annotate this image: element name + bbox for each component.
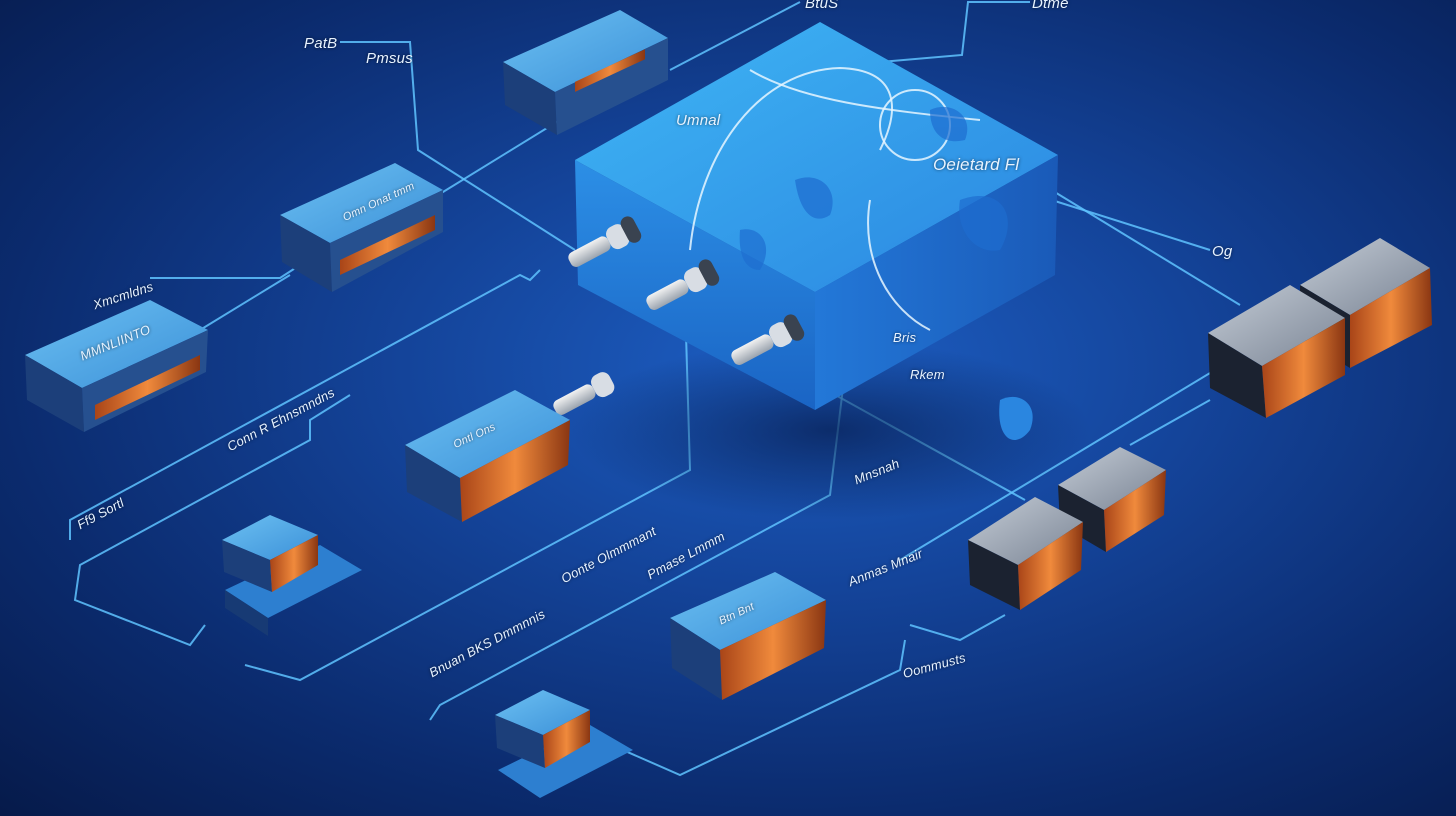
line-top-left <box>340 41 576 251</box>
router-device-mid <box>280 163 443 292</box>
label-top-right: Dtme <box>1032 0 1069 12</box>
label-block-right: Oeietard Fl <box>933 155 1020 174</box>
line-right-5 <box>1129 399 1211 446</box>
central-map-block <box>570 22 1090 520</box>
label-map-small-b: Rkem <box>910 367 945 382</box>
line-right-6 <box>909 614 1006 642</box>
line-device3 <box>199 274 291 331</box>
label-top-left-b: Pmsus <box>366 50 413 67</box>
line-long-left <box>69 269 541 540</box>
label-block-top: Umnal <box>676 112 721 129</box>
plug-connectors <box>553 216 805 415</box>
router-device-left <box>25 300 208 432</box>
label-map-small: Bris <box>893 330 917 345</box>
line-device2 <box>150 264 301 279</box>
line-bottom <box>599 639 906 777</box>
router-device-top <box>503 10 668 135</box>
module-left <box>222 515 362 636</box>
line-device1 <box>429 119 561 201</box>
label-top-left-a: PatB <box>304 35 338 52</box>
label-top-center: BtuS <box>805 0 839 12</box>
router-device-bottom <box>670 572 826 700</box>
server-right-front <box>1208 285 1345 418</box>
line-left-loop <box>73 394 351 647</box>
router-device-center <box>405 390 570 522</box>
line-top-right <box>879 0 1030 63</box>
label-far-right: Og <box>1212 243 1233 260</box>
line-right-2 <box>1034 179 1241 306</box>
module-bottom <box>495 690 633 798</box>
server-mid-right <box>1058 447 1166 552</box>
server-bottom-right <box>968 497 1083 610</box>
line-top-center <box>669 1 801 71</box>
